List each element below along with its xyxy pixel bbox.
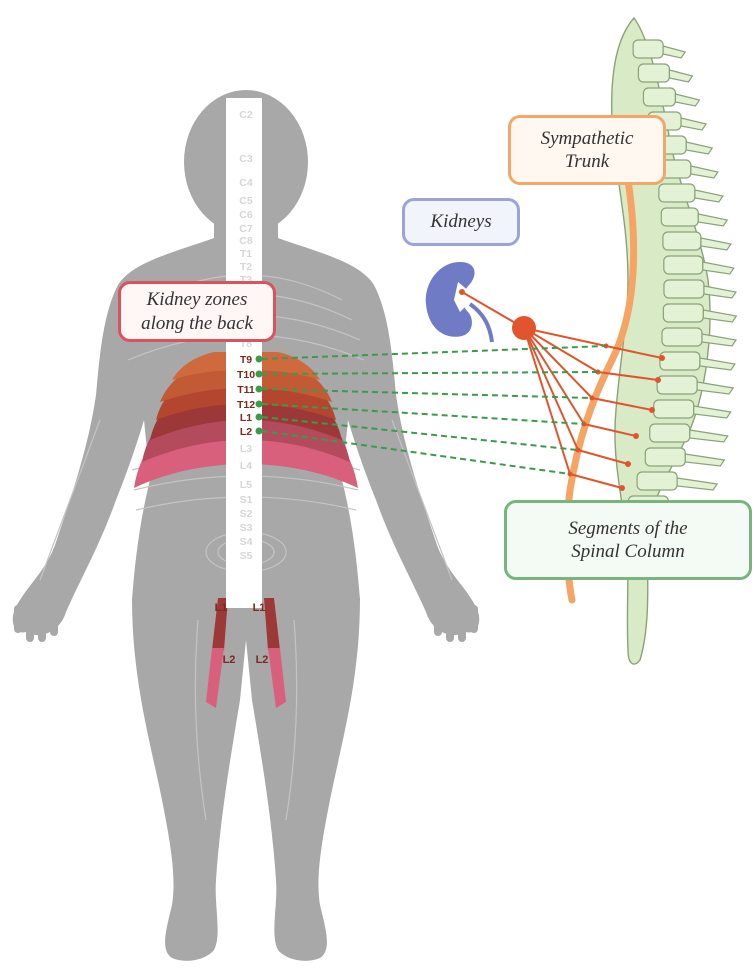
vertebra	[664, 280, 704, 298]
leg-label-right-l2: L2	[256, 654, 269, 666]
segment-dot-l2	[256, 428, 263, 435]
segment-label-t1: T1	[240, 248, 252, 260]
legs	[132, 598, 360, 961]
spinous-process	[686, 142, 712, 154]
vertebra	[664, 256, 703, 274]
vertebra	[637, 472, 677, 490]
segment-label-l3: L3	[240, 443, 252, 455]
vertebra	[654, 400, 694, 418]
spinous-process	[694, 406, 731, 418]
segment-label-t2: T2	[240, 261, 252, 273]
segment-label-t11: T11	[237, 384, 255, 396]
spinous-process	[681, 118, 706, 130]
spinous-process	[685, 454, 724, 466]
nerve-end-dot	[649, 407, 655, 413]
segment-label-l1: L1	[240, 412, 252, 424]
segment-label-c7: C7	[239, 223, 253, 235]
callout-kidneys-label: Kidneys	[430, 210, 491, 233]
spinous-process	[690, 430, 728, 442]
vertebra	[638, 64, 669, 82]
segment-dot-t9	[256, 356, 263, 363]
vertebra	[633, 40, 663, 58]
segment-label-t10: T10	[237, 369, 255, 381]
leg-label-left-l1: L1	[215, 602, 228, 614]
segment-label-l5: L5	[240, 479, 252, 491]
nerve-end-dot	[633, 433, 639, 439]
segment-label-c2: C2	[239, 109, 253, 121]
callout-kidney-zones-line2: along the back	[141, 312, 253, 335]
spinous-process	[698, 214, 727, 226]
segment-label-c8: C8	[239, 235, 253, 247]
segment-dot-l1	[256, 414, 263, 421]
segment-dot-t11	[256, 386, 263, 393]
nerve-end-dot	[655, 377, 661, 383]
segment-label-c3: C3	[239, 153, 253, 165]
kidney-nerve-dot	[459, 289, 465, 295]
callout-trunk-line1: Sympathetic	[541, 127, 634, 150]
spinous-process	[675, 94, 699, 106]
vertebra	[643, 88, 675, 106]
spinous-process	[701, 238, 731, 250]
vertebra	[645, 448, 685, 466]
nerve-to-trunk-t9	[524, 328, 606, 346]
callout-kidney-zones: Kidney zones along the back	[118, 281, 276, 342]
segment-label-c6: C6	[239, 209, 253, 221]
ureter	[470, 304, 492, 342]
callout-kidneys: Kidneys	[402, 198, 520, 246]
segment-label-s2: S2	[240, 508, 253, 520]
spinous-process	[677, 478, 717, 490]
nerve-end-dot	[659, 355, 665, 361]
spinous-process	[703, 262, 734, 274]
callout-segments-line1: Segments of the	[568, 517, 687, 540]
callout-segments-line2: Spinal Column	[571, 540, 684, 563]
vertebra	[662, 328, 702, 346]
spinous-process	[695, 190, 723, 202]
leg-label-right-l1: L1	[253, 602, 266, 614]
vertebra	[663, 232, 701, 250]
segment-label-l2: L2	[240, 426, 252, 438]
vertebra	[661, 208, 698, 226]
nerve-to-trunk-t12	[524, 328, 584, 424]
vertebra	[650, 424, 690, 442]
spinous-process	[691, 166, 718, 178]
segment-dot-t10	[256, 371, 263, 378]
nerve-to-trunk-l1	[524, 328, 578, 450]
segment-label-c4: C4	[239, 177, 253, 189]
vertebra	[663, 304, 703, 322]
segment-label-t9: T9	[240, 354, 252, 366]
segment-label-s4: S4	[240, 536, 253, 548]
callout-kidney-zones-line1: Kidney zones	[147, 288, 248, 311]
vertebra	[659, 184, 695, 202]
leg-label-left-l2: L2	[223, 654, 236, 666]
spinous-process	[697, 382, 733, 394]
segment-label-s1: S1	[240, 494, 253, 506]
segment-label-c5: C5	[239, 195, 253, 207]
spinous-process	[669, 70, 692, 82]
nerve-end-dot	[625, 461, 631, 467]
callout-trunk-line2: Trunk	[565, 150, 609, 173]
segment-label-l4: L4	[240, 460, 252, 472]
callout-spinal-segments: Segments of the Spinal Column	[504, 500, 752, 580]
callout-sympathetic-trunk: Sympathetic Trunk	[508, 115, 666, 185]
vertebra	[660, 352, 700, 370]
nerve-end-dot	[619, 485, 625, 491]
nerve-to-vertebra-l2	[570, 474, 622, 488]
vertebra	[657, 376, 697, 394]
segment-label-s5: S5	[240, 550, 253, 562]
segment-dot-t12	[256, 401, 263, 408]
nerve-to-trunk-l2	[524, 328, 570, 474]
spinous-process	[663, 46, 685, 58]
segment-label-s3: S3	[240, 522, 253, 534]
segment-label-t12: T12	[237, 399, 255, 411]
kidney-illustration	[426, 262, 524, 342]
